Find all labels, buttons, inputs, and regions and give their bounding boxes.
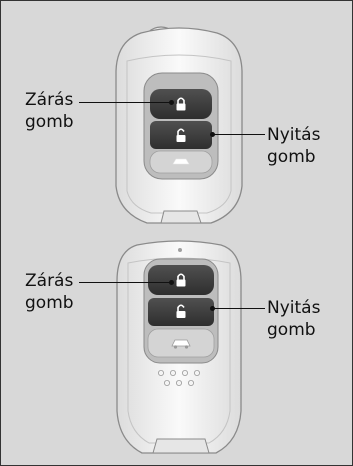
trunk-icon bbox=[171, 339, 191, 349]
flip-key-blade-slot bbox=[160, 210, 202, 224]
bottom-unlock-label-line2: gomb bbox=[267, 320, 316, 340]
bottom-unlock-label: Nyitás gomb bbox=[267, 297, 320, 341]
top-lock-label-line1: Zárás bbox=[25, 90, 74, 110]
speaker-holes bbox=[157, 369, 200, 386]
bottom-unlock-label-line1: Nyitás bbox=[267, 298, 321, 318]
top-lock-label: Zárás gomb bbox=[25, 89, 74, 133]
flip-key-inner-rim bbox=[126, 54, 232, 214]
bottom-unlock-leader bbox=[213, 308, 265, 309]
lock-closed-icon bbox=[176, 97, 186, 111]
smart-key-inner-rim bbox=[127, 257, 231, 444]
lock-closed-icon bbox=[176, 273, 186, 287]
smart-key-clip bbox=[152, 438, 210, 454]
flip-key bbox=[115, 26, 243, 224]
lock-open-icon bbox=[176, 128, 186, 142]
top-unlock-label: Nyitás gomb bbox=[267, 124, 320, 168]
trunk-icon bbox=[172, 158, 190, 165]
bottom-lock-label-line1: Zárás bbox=[25, 271, 74, 291]
top-unlock-leader bbox=[213, 134, 265, 135]
lock-open-icon bbox=[176, 304, 186, 318]
bottom-lock-leader-dot bbox=[169, 280, 174, 285]
bottom-unlock-leader-dot bbox=[210, 306, 215, 311]
top-unlock-label-line1: Nyitás bbox=[267, 125, 321, 145]
bottom-lock-label: Zárás gomb bbox=[25, 270, 74, 314]
smart-key bbox=[116, 240, 242, 454]
top-unlock-label-line2: gomb bbox=[267, 147, 316, 167]
top-lock-label-line2: gomb bbox=[25, 112, 74, 132]
smart-key-indicator bbox=[178, 248, 182, 252]
top-lock-leader bbox=[79, 102, 171, 103]
top-lock-leader-dot bbox=[169, 100, 174, 105]
top-unlock-leader-dot bbox=[210, 132, 215, 137]
bottom-lock-label-line2: gomb bbox=[25, 293, 74, 313]
bottom-lock-leader bbox=[79, 282, 171, 283]
